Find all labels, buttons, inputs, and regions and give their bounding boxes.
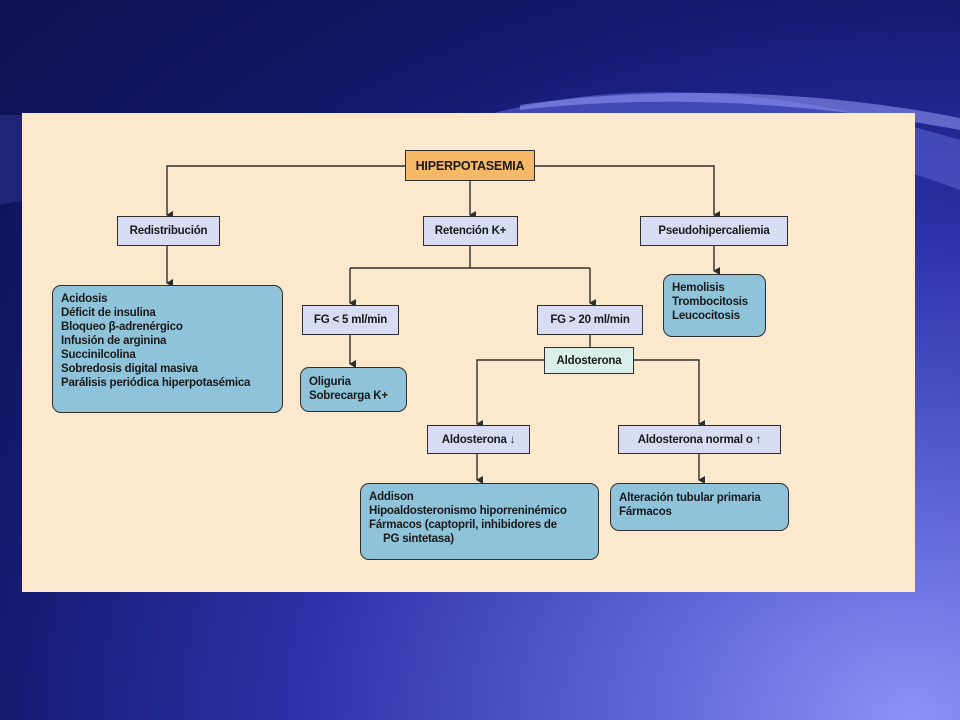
connector-lines: [166, 165, 720, 484]
cause-item: Succinilcolina: [61, 349, 136, 361]
aldosterona-label: Aldosterona: [556, 354, 622, 367]
cause-item: PG sintetasa): [383, 533, 454, 545]
cause-item: Trombocitosis: [672, 296, 748, 308]
cause-item: Oliguria: [309, 376, 351, 388]
aldosterona-node: Aldosterona: [544, 347, 634, 374]
aldosterona-low-node: Aldosterona ↓: [427, 425, 530, 454]
aldosterona-high-node: Aldosterona normal o ↑: [618, 425, 781, 454]
cause-item: Déficit de insulina: [61, 307, 156, 319]
aldosterona-high-causes-box: Alteración tubular primaria Fármacos: [610, 483, 789, 531]
cause-item: Sobrecarga K+: [309, 390, 388, 402]
cause-item: Acidosis: [61, 293, 108, 305]
cause-item: Infusión de arginina: [61, 335, 167, 347]
fg-low-causes-box: Oliguria Sobrecarga K+: [300, 367, 407, 412]
category-retencion: Retención K+: [423, 216, 518, 246]
cause-item: Hipoaldosteronismo hiporreninémico: [369, 505, 567, 517]
fg-low-label: FG < 5 ml/min: [313, 314, 388, 326]
cause-item: Hemolisis: [672, 282, 725, 294]
cause-item: Leucocitosis: [672, 310, 740, 322]
cause-item: Fármacos (captopril, inhibidores de: [369, 519, 557, 531]
cause-item: Alteración tubular primaria: [619, 492, 761, 504]
category-label: Retención K+: [434, 225, 507, 237]
aldosterona-low-label: Aldosterona ↓: [441, 433, 516, 446]
category-label: Redistribución: [129, 225, 208, 237]
cause-item: Parálisis periódica hiperpotasémica: [61, 377, 251, 389]
cause-item: Fármacos: [619, 506, 672, 518]
cause-item: Addison: [369, 491, 414, 503]
fg-low-node: FG < 5 ml/min: [302, 305, 399, 335]
category-pseudohipercaliemia: Pseudohipercaliemia: [640, 216, 788, 246]
aldosterona-low-causes-box: Addison Hipoaldosteronismo hiporreninémi…: [360, 483, 599, 560]
category-label: Pseudohipercaliemia: [658, 225, 770, 237]
redistribucion-causes-box: Acidosis Déficit de insulina Bloqueo β-a…: [52, 285, 283, 413]
pseudohipercaliemia-causes-box: Hemolisis Trombocitosis Leucocitosis: [663, 274, 766, 337]
fg-high-label: FG > 20 ml/min: [550, 314, 630, 326]
root-label: HIPERPOTASEMIA: [415, 158, 525, 173]
cause-item: Bloqueo β-adrenérgico: [61, 321, 183, 333]
category-redistribucion: Redistribución: [117, 216, 220, 246]
aldosterona-high-label: Aldosterona normal o ↑: [637, 433, 762, 446]
root-node-hiperpotasemia: HIPERPOTASEMIA: [405, 150, 535, 181]
fg-high-node: FG > 20 ml/min: [537, 305, 643, 335]
flowchart-panel: HIPERPOTASEMIA Redistribución Retención …: [22, 113, 915, 592]
cause-item: Sobredosis digital masiva: [61, 363, 198, 375]
